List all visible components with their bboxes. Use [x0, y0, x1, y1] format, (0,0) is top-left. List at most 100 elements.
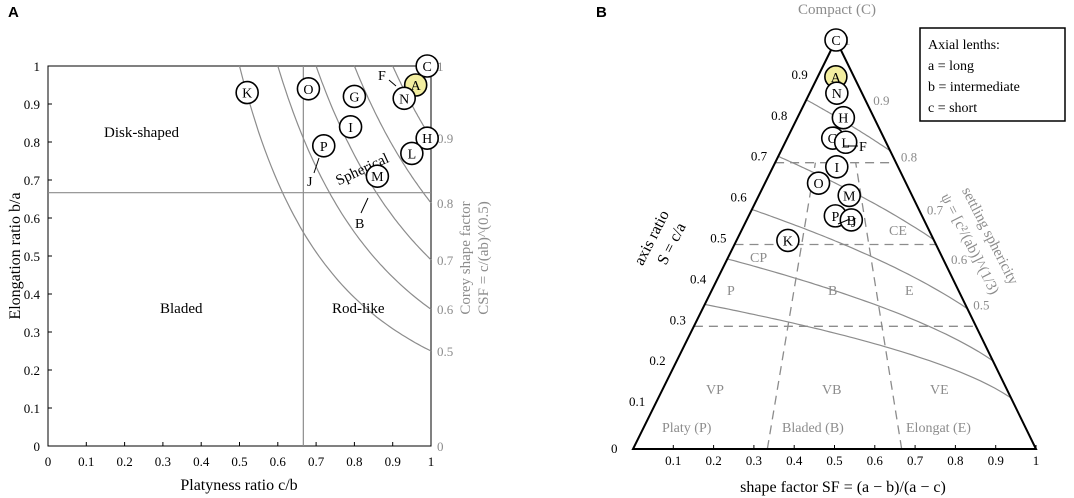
panel-a-x-label: Platyness ratio c/b — [180, 477, 297, 494]
y-tick-label: 0.2 — [24, 363, 40, 378]
b-x-tick-label: 0.1 — [665, 453, 681, 468]
b-x-tick-label: 0.7 — [907, 453, 924, 468]
panel-b-sphericity-isolines — [704, 99, 1012, 399]
b-point-marker — [824, 154, 849, 179]
b-point-marker — [776, 228, 800, 253]
panel-b-letter: B — [596, 4, 607, 21]
panel-b-psi-ticks: 0.50.60.70.80.91 — [844, 33, 990, 312]
point-h: H — [415, 126, 439, 150]
point-marker — [296, 77, 321, 101]
b-point-marker — [824, 28, 848, 52]
b-point-m: M — [837, 183, 862, 208]
b-x-tick-label: 1 — [1033, 453, 1040, 468]
x-tick-label: 0.4 — [193, 454, 210, 469]
b-s-tick-label: 0.8 — [771, 108, 787, 123]
b-point-label: H — [838, 112, 848, 127]
y-tick-label: 0.4 — [24, 287, 41, 302]
y-tick-label: 0.7 — [24, 173, 41, 188]
b-point-marker — [831, 105, 856, 130]
b-psi-tick-label: 0.9 — [873, 93, 889, 108]
point-k: K — [235, 80, 259, 105]
csf-tick-label: 0.7 — [437, 253, 454, 268]
y-tick-label: 0.8 — [24, 135, 40, 150]
point-marker — [392, 86, 416, 111]
sphericity-isoline — [704, 303, 1012, 399]
point-i: I — [338, 115, 363, 139]
b-point-marker — [825, 81, 849, 105]
b-point-label: O — [813, 177, 823, 192]
x-tick-label: 0.7 — [308, 454, 325, 469]
point-label: I — [348, 121, 353, 136]
b-point-label: P — [831, 210, 839, 225]
point-label: O — [303, 83, 313, 98]
point-n: N — [392, 86, 416, 111]
panel-b-label-platy: Platy (P) — [662, 421, 712, 436]
b-psi-tick-label: 0.5 — [973, 297, 989, 312]
point-label: L — [408, 147, 417, 162]
b-x-tick-label: 0.5 — [826, 453, 842, 468]
point-label: A — [411, 79, 422, 94]
b-point-label: B — [847, 214, 856, 229]
sphericity-isoline — [778, 155, 934, 241]
panel-a-csf-label-line1: Corey shape factor — [458, 201, 474, 314]
point-marker — [415, 54, 439, 78]
point-c: C — [415, 54, 439, 78]
point-label: P — [320, 140, 328, 155]
csf-isoline — [238, 65, 432, 352]
panel-b-label-bladed: Bladed (B) — [782, 421, 844, 436]
legend-box — [919, 27, 1066, 122]
csf-tick-zero: 0 — [437, 439, 444, 454]
region-rod-like: Rod-like — [332, 301, 385, 317]
callout-f-label: F — [378, 69, 386, 84]
x-tick-label: 0.3 — [155, 454, 171, 469]
panel-a-csf-label-line2: CSF = c/(ab)^(0.5) — [476, 201, 492, 314]
y-tick-label: 0.3 — [24, 325, 40, 340]
panel-a-y-ticks: 00.10.20.30.40.50.60.70.80.91 — [24, 59, 52, 454]
b-point-marker — [806, 171, 831, 195]
b-point-n: N — [825, 81, 849, 105]
b-point-label: K — [783, 234, 793, 249]
b-point-marker — [839, 208, 864, 232]
x-tick-label: 0 — [45, 454, 52, 469]
x-tick-label: 0.8 — [346, 454, 362, 469]
b-point-h: H — [831, 105, 856, 130]
b-point-label: G — [828, 132, 838, 147]
region-bladed: Bladed — [160, 301, 203, 317]
point-marker — [235, 80, 259, 105]
panel-a-csf-ticks: 0.50.60.70.80.910 — [437, 59, 454, 454]
class-boundary-sf — [766, 162, 817, 450]
csf-isoline — [353, 65, 432, 204]
b-s-tick-label: 0.5 — [710, 231, 726, 246]
b-s-tick-label: 0.6 — [731, 190, 748, 205]
legend-line-a: a = long — [928, 59, 974, 74]
b-point-label: L — [841, 136, 850, 151]
panel-a-csf-isolines — [238, 65, 432, 352]
panel-a-letter: A — [8, 4, 19, 21]
y-tick-label: 0.6 — [24, 211, 41, 226]
b-s-tick-label: 0.3 — [670, 312, 686, 327]
legend-line-c: c = short — [928, 101, 977, 116]
panel-b-s-ticks: 0.10.20.30.40.50.60.70.80.9 — [629, 67, 808, 409]
class-ce: CE — [889, 224, 907, 239]
point-label: G — [349, 90, 359, 105]
panel-a-y-label: Elongation ratio b/a — [7, 192, 24, 319]
b-point-o: O — [806, 171, 831, 195]
point-marker — [415, 126, 439, 150]
point-g: G — [342, 84, 367, 109]
class-cp: CP — [750, 251, 767, 266]
y-tick-label: 1 — [34, 59, 41, 74]
b-psi-tick-label: 0.7 — [927, 202, 944, 217]
y-tick-label: 0.1 — [24, 401, 40, 416]
b-s-tick-label: 0.9 — [791, 67, 807, 82]
point-marker — [311, 134, 336, 158]
b-point-l: L — [833, 130, 858, 155]
x-tick-label: 1 — [428, 454, 435, 469]
y-tick-label: 0.9 — [24, 97, 40, 112]
x-tick-label: 0.5 — [231, 454, 247, 469]
sphericity-isoline — [727, 258, 994, 362]
b-point-label: C — [831, 34, 840, 49]
